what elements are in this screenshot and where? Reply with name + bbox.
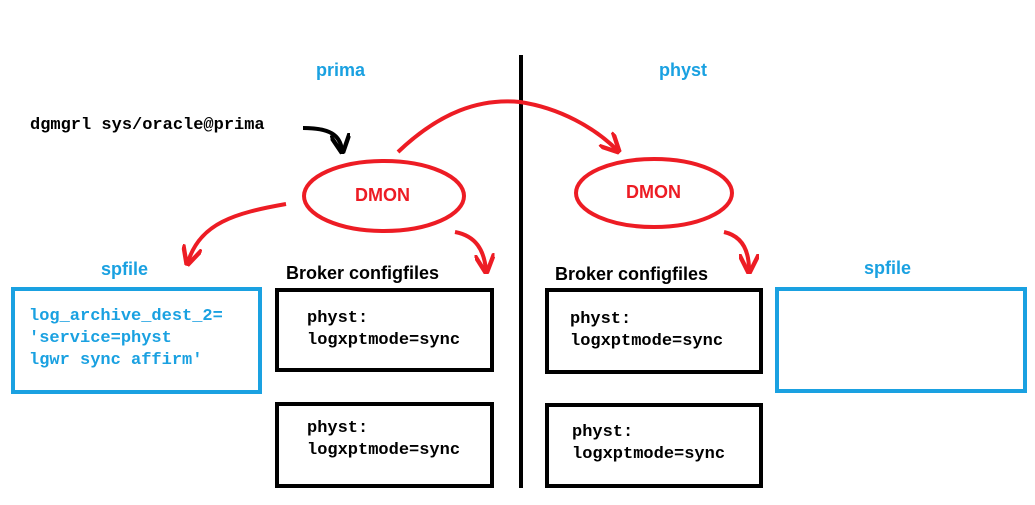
dmon-to-configfiles-arrow-prima (454, 230, 486, 270)
dmon-to-spfile-arrow (188, 202, 287, 262)
spfile-line-1: log_archive_dest_2= (29, 307, 223, 326)
connect-arrow (302, 126, 342, 150)
broker-configfile-box-prima-2: physt: logxptmode=sync (275, 402, 494, 488)
broker-configfiles-header-physt: Broker configfiles (555, 264, 709, 284)
configfile-line-1: physt: (307, 309, 369, 328)
configfile-line-2: logxptmode=sync (307, 441, 461, 460)
broker-configfile-box-physt-1: physt: logxptmode=sync (545, 288, 763, 374)
configfile-line-2: logxptmode=sync (572, 445, 726, 464)
broker-configfile-box-physt-2: physt: logxptmode=sync (545, 403, 763, 488)
broker-configfile-box-prima-1: physt: logxptmode=sync (275, 288, 494, 372)
spfile-box-prima: log_archive_dest_2= 'service=physt lgwr … (11, 287, 262, 394)
connect-command: dgmgrl sys/oracle@prima (30, 116, 265, 135)
configfile-line-2: logxptmode=sync (307, 331, 461, 350)
site-label-prima: prima (316, 60, 366, 80)
spfile-line-2: 'service=physt (29, 329, 172, 348)
broker-configfiles-header-prima: Broker configfiles (286, 263, 440, 283)
site-label-physt: physt (659, 60, 708, 80)
configfile-line-1: physt: (570, 310, 632, 329)
dmon-ellipse-physt (574, 157, 734, 229)
configfile-line-2: logxptmode=sync (570, 332, 724, 351)
configfile-line-1: physt: (572, 423, 634, 442)
dmon-label-physt: DMON (626, 182, 681, 202)
configfile-line-1: physt: (307, 419, 369, 438)
dmon-to-configfiles-arrow-physt (723, 230, 749, 270)
spfile-label-physt: spfile (864, 258, 912, 278)
dmon-ellipse-prima (302, 159, 466, 233)
spfile-box-physt (775, 287, 1027, 393)
dmon-label-prima: DMON (355, 185, 410, 205)
spfile-line-3: lgwr sync affirm' (29, 351, 203, 370)
spfile-label-prima: spfile (101, 259, 149, 279)
dmon-to-dmon-arrow (396, 99, 617, 152)
